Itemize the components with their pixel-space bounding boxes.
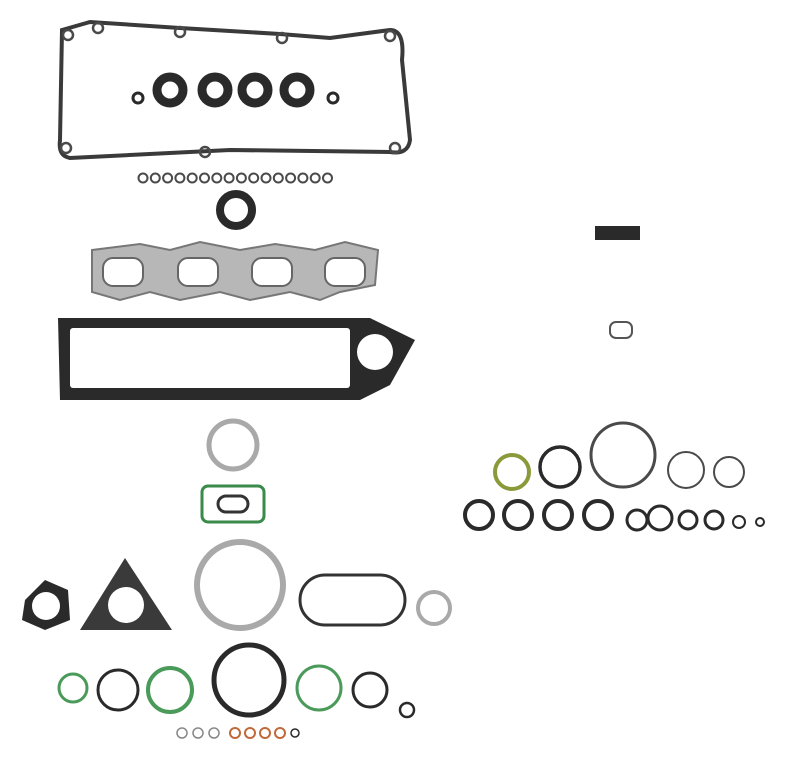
valve-cover-bolt-ring [275,31,289,45]
valve-cover-gasket [57,19,413,161]
o-ring [755,517,765,527]
valve-stem-seal [152,72,188,108]
valve-cover-bolt-ring [59,141,73,155]
o-ring [677,509,699,531]
small-o-ring [149,172,161,184]
turbo-oil-gasket [200,484,266,524]
intake-gasket-port [357,334,393,370]
o-ring [582,499,614,531]
intake-gasket-opening [70,328,350,388]
small-o-ring [223,172,235,184]
copper-washer [229,727,241,739]
o-ring [295,664,343,712]
exhaust-manifold-gasket [91,240,380,302]
small-o-ring [137,172,149,184]
o-ring [96,668,140,712]
o-ring [713,456,745,488]
small-o-ring [174,172,186,184]
small-seal [326,91,340,105]
valve-cover-bolt-ring [61,28,75,42]
o-ring [146,666,194,714]
small-o-ring [248,172,260,184]
exhaust-port-3 [251,257,293,287]
valve-stem-seal [279,72,315,108]
turbo-ring-gasket [206,418,260,472]
small-o-ring [309,172,321,184]
small-o-ring [235,172,247,184]
oval-gasket [298,573,407,627]
tiny-o-ring [176,727,188,739]
o-ring [732,515,746,529]
small-o-ring [297,172,309,184]
crankshaft-seal [216,190,256,230]
valve-stem-seal [237,72,273,108]
small-o-ring [211,172,223,184]
flange-gasket-left-hole [32,592,60,620]
flange-gasket-triangle-hole [108,587,144,623]
small-o-ring [186,172,198,184]
valve-cover-bolt-ring [173,25,187,39]
o-ring [542,499,574,531]
turbo-oil-gasket-inner [216,494,250,514]
o-ring [538,445,582,489]
copper-washer [274,727,286,739]
copper-washer [259,727,271,739]
o-ring [398,701,416,719]
small-o-ring [285,172,297,184]
tiny-o-ring [290,728,300,738]
o-ring [703,509,725,531]
valve-gasket-right-top [595,226,640,240]
copper-washer [244,727,256,739]
o-ring [351,671,389,709]
valve-gasket-right-small [609,321,633,339]
small-o-ring [162,172,174,184]
large-o-ring [211,642,287,718]
o-ring [589,421,657,489]
small-o-ring [199,172,210,184]
o-ring [667,451,705,489]
exhaust-port-4 [324,257,366,287]
small-seal [131,91,145,105]
o-ring [463,499,495,531]
metal-ring-gasket [416,590,452,626]
valve-cover-bolt-ring [91,21,105,35]
valve-cover-bolt-ring [388,141,402,155]
o-ring [646,504,674,532]
valve-stem-seal [197,72,233,108]
small-o-ring [272,172,284,184]
small-o-ring [260,172,272,184]
exhaust-port-2 [177,257,219,287]
o-ring [625,508,649,532]
exhaust-ring-gasket [194,539,286,631]
tiny-o-ring [208,727,220,739]
o-ring [502,499,534,531]
valve-cover-bolt-ring [383,29,397,43]
exhaust-port-1 [102,257,144,287]
o-ring [57,672,89,704]
tiny-o-ring [192,727,204,739]
valve-cover-bolt-ring [198,145,212,159]
o-ring [493,453,531,491]
small-o-ring [322,172,333,184]
